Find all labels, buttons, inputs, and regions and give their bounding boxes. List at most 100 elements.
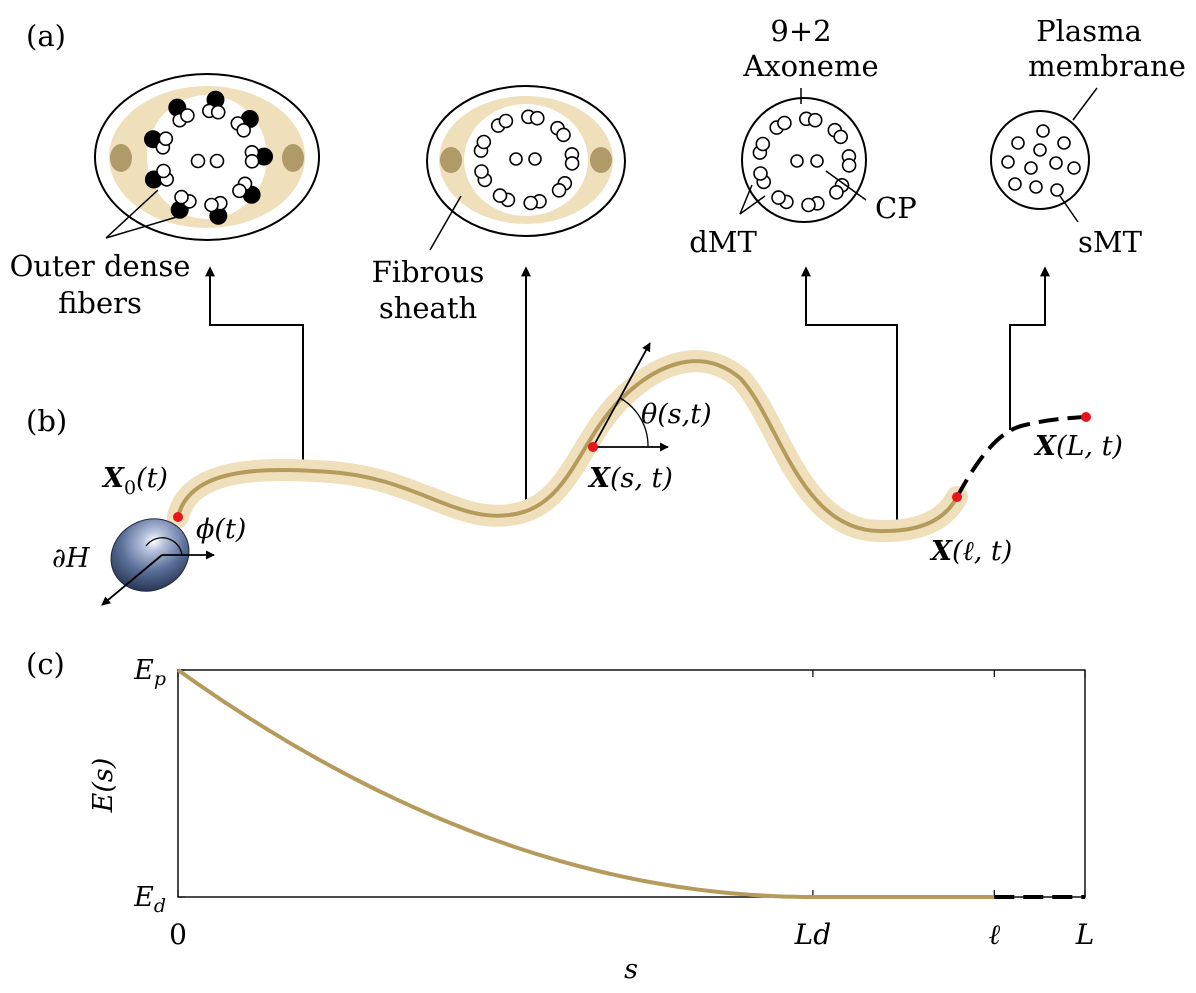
flagellum-halo [167, 350, 968, 543]
x-tick-label: L [1075, 918, 1095, 951]
central-pair-3b [810, 154, 824, 168]
doublet-tubule-b [174, 189, 189, 205]
doublet-tubule-b [492, 188, 508, 203]
label-x0: X0(t) [101, 463, 168, 499]
doublet-tubule-b [204, 197, 219, 213]
arrow-to-outer-dense [205, 266, 304, 467]
doublet-tubule-b [498, 113, 514, 129]
fibrous-label-line1: Fibrous [372, 255, 485, 289]
outer-dense-label-line1: Outer dense [10, 249, 191, 283]
label-xlt: X(ℓ, t) [929, 536, 1012, 567]
axoneme-label-line2: Axoneme [742, 49, 878, 83]
doublet-tubule-b [841, 158, 857, 173]
y-axis-label: E(s) [88, 758, 119, 814]
arrow-to-axoneme [801, 266, 898, 530]
annotation-fibrous-sheath: Fibrous sheath [372, 195, 485, 325]
point-x0 [173, 512, 183, 522]
cross-section-axoneme [741, 97, 867, 223]
chart-lines [176, 668, 1085, 899]
end-piece-dashed [955, 415, 1087, 498]
cross-section-singlet [990, 110, 1090, 210]
label-xLt: X(L, t) [1033, 431, 1123, 462]
doublet-tubule-b [829, 185, 844, 200]
outer-dense-fiber [255, 147, 273, 166]
x-axis-label: s [624, 954, 638, 985]
doublet-tubule-b [556, 127, 571, 143]
plasma-label-line2: membrane [1028, 49, 1186, 83]
x-tick-label: Ld [794, 918, 832, 951]
annotation-dmt: dMT [689, 184, 766, 259]
x-tick-label: 0 [169, 918, 187, 951]
dmt-label: dMT [689, 225, 757, 259]
doublet-tubule-b [755, 136, 771, 152]
singlet-microtubules [1001, 124, 1081, 197]
annotation-smt: sMT [1059, 195, 1143, 259]
doublet-tubule-b [236, 123, 251, 138]
head-axis-tilted [101, 554, 163, 606]
y-tick-label: Ed [133, 882, 166, 917]
outer-dense-label-line2: fibers [58, 286, 142, 320]
cross-section-fibrous-sheath [426, 85, 626, 237]
label-theta: θ(s,t) [641, 399, 712, 430]
fibrous-label-line2: sheath [379, 291, 477, 325]
annotation-plasma-membrane: Plasma membrane [1028, 14, 1186, 121]
doublet-tubule-b [807, 112, 823, 128]
doublet-tubule-b [564, 156, 580, 171]
doublet-tubule-b [476, 134, 492, 150]
longitudinal-column-right-1 [282, 144, 304, 172]
flagellum-core [176, 359, 959, 534]
doublet-tubule-b [753, 166, 768, 181]
cp-label: CP [875, 191, 917, 225]
longitudinal-column-right-2 [590, 147, 612, 173]
doublet-ring-2 [473, 109, 580, 211]
panel-c-label: (c) [26, 647, 65, 681]
doublet-tubule-b [551, 183, 567, 198]
plasma-label-line1: Plasma [1036, 14, 1142, 48]
x-tick-label: ℓ [988, 918, 1000, 951]
doublet-tubule-b [474, 164, 489, 179]
doublet-tubule-b [771, 190, 786, 205]
central-pair-2a [509, 152, 523, 166]
y-tick-label: Ep [133, 655, 166, 690]
label-dH: ∂H [52, 543, 90, 574]
point-xs [588, 442, 598, 452]
panel-a: (a) [10, 14, 1186, 325]
label-xst: X(s, t) [587, 463, 673, 494]
doublet-tubule-b [833, 129, 849, 145]
plot-frame [177, 669, 1086, 898]
tangent-vector [592, 342, 651, 448]
annotation-cp: CP [825, 170, 917, 225]
annotation-axoneme: 9+2 Axoneme [742, 14, 879, 104]
doublet-tubule-b [158, 131, 174, 146]
annotation-outer-dense-fibers: Outer dense fibers [10, 189, 191, 320]
series-energy-solid [176, 668, 995, 899]
doublet-ring-1 [144, 90, 273, 225]
central-pair-1a [190, 153, 206, 169]
longitudinal-column-left-2 [440, 147, 462, 173]
theta-arc [619, 397, 649, 448]
doublet-tubule-b [777, 115, 792, 131]
central-pair-2b [528, 152, 542, 166]
cross-section-outer-dense-fibers [94, 73, 320, 241]
doublet-tubule-b [232, 183, 247, 199]
axoneme-label-line1: 9+2 [770, 14, 831, 48]
panel-b-label: (b) [26, 404, 67, 438]
doublet-tubule-b [523, 195, 539, 211]
panel-a-label: (a) [26, 19, 66, 53]
point-xl [952, 492, 962, 502]
doublet-tubule-b [244, 154, 260, 169]
doublet-tubule-b [529, 110, 545, 126]
point-xL [1081, 412, 1091, 422]
doublet-tubule-b [180, 108, 195, 123]
panel-b: (b) X0(t) ϕ(t) ∂H X(s, t) θ(s,t) X(ℓ, t)… [26, 342, 1123, 606]
label-phi: ϕ(t) [196, 514, 246, 545]
longitudinal-column-left-1 [110, 144, 132, 172]
phi-arc [145, 537, 183, 556]
central-pair-1b [209, 153, 225, 169]
cell-head [110, 518, 190, 592]
doublet-tubule-b [210, 104, 226, 120]
central-pair-3a [790, 154, 804, 168]
